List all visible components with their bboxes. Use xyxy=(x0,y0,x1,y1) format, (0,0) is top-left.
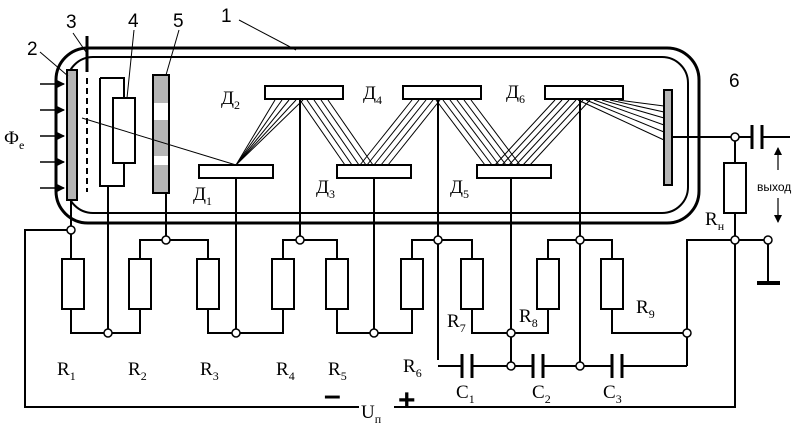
capacitor-c2-label: C2 xyxy=(532,382,551,406)
resistor-r9-label: R9 xyxy=(636,297,655,321)
dynode-4 xyxy=(402,85,482,100)
supply-voltage-label: Uп xyxy=(361,402,382,426)
light-arrows xyxy=(40,80,65,192)
electron-beams xyxy=(81,99,665,166)
resistor-r7 xyxy=(460,258,484,310)
resistor-r4-label: R4 xyxy=(276,359,295,383)
capacitors xyxy=(460,125,764,378)
supply-minus: – xyxy=(324,379,341,412)
resistor-bodies xyxy=(61,162,747,310)
resistor-r6-label: R6 xyxy=(403,356,422,380)
resistor-r5 xyxy=(325,258,349,310)
resistor-r5-label: R5 xyxy=(328,359,347,383)
load-resistor-label: Rн xyxy=(705,209,725,233)
resistor-r3 xyxy=(196,258,220,310)
callout-6: 6 xyxy=(729,71,740,92)
resistor-r4 xyxy=(271,258,295,310)
resistor-r3-label: R3 xyxy=(200,359,219,383)
junctions xyxy=(66,132,773,371)
electrode-4-bracket xyxy=(100,77,125,98)
resistor-r8-label: R8 xyxy=(519,306,538,330)
dynode-1-label: Д1 xyxy=(193,184,212,208)
supply-plus: + xyxy=(398,384,416,417)
callout-3: 3 xyxy=(66,12,77,33)
resistor-r8 xyxy=(536,258,560,310)
dynode-4-label: Д4 xyxy=(363,83,382,107)
dynode-3 xyxy=(336,164,412,179)
resistor-r1 xyxy=(61,258,85,310)
callout-2: 2 xyxy=(27,39,38,60)
callout-1: 1 xyxy=(221,6,232,27)
callout-4: 4 xyxy=(128,11,139,32)
resistor-r6 xyxy=(400,258,424,310)
resistor-r1-label: R1 xyxy=(57,359,76,383)
capacitor-c1-label: C1 xyxy=(456,382,475,406)
callout-leaders xyxy=(39,19,297,99)
resistor-r2-label: R2 xyxy=(128,359,147,383)
dynode-3-label: Д3 xyxy=(316,177,335,201)
photon-flux-label: Фе xyxy=(4,128,24,152)
resistor-rn xyxy=(723,162,747,214)
photocathode xyxy=(66,69,78,201)
resistor-r9 xyxy=(600,258,624,310)
callout-5: 5 xyxy=(173,11,184,32)
output-label: выход xyxy=(757,180,791,194)
dynode-6 xyxy=(544,85,624,100)
dynode-2 xyxy=(264,85,344,100)
dynode-5-label: Д5 xyxy=(450,177,469,201)
resistor-r7-label: R7 xyxy=(447,311,466,335)
dynode-5 xyxy=(476,164,552,179)
anode xyxy=(663,89,673,186)
dynode-1 xyxy=(198,164,274,179)
capacitor-c3-label: C3 xyxy=(603,382,622,406)
dynode-2-label: Д2 xyxy=(221,88,240,112)
dynode-6-label: Д6 xyxy=(506,82,525,106)
resistor-r2 xyxy=(128,258,152,310)
